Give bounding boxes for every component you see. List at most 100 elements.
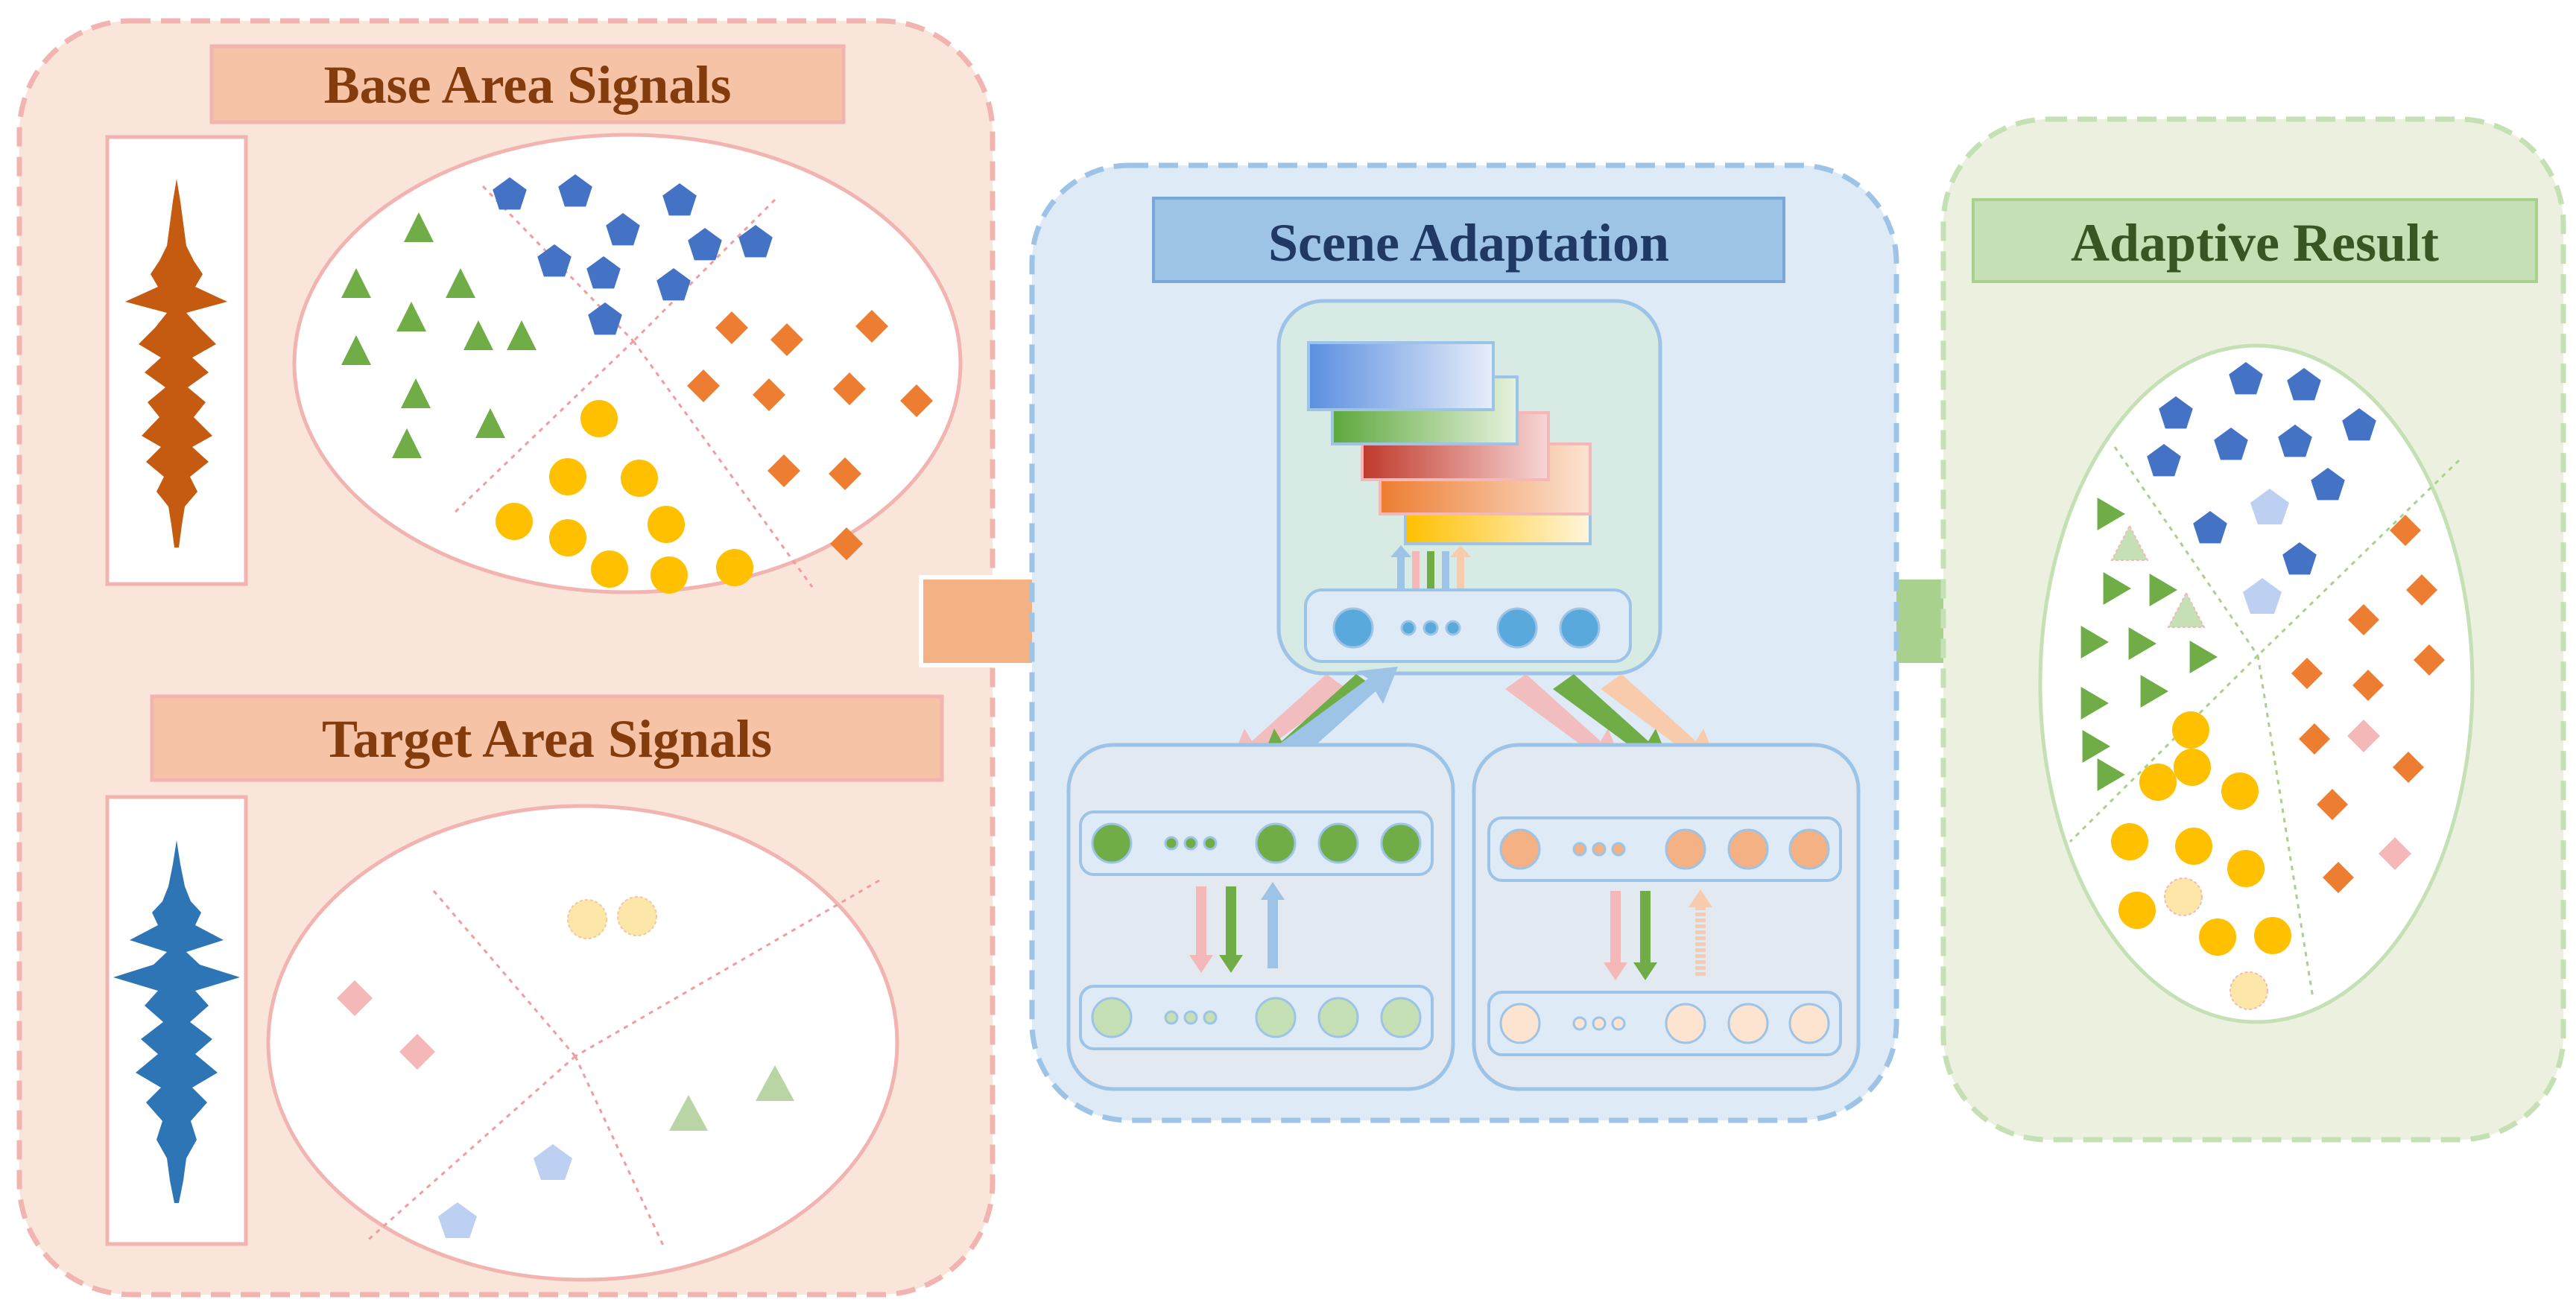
pentagon-icon: [656, 268, 691, 301]
circle-icon: [2174, 749, 2211, 786]
diagonal-arrows: [1230, 667, 1718, 766]
branch-right-bottom-nodes: [1499, 1003, 1830, 1044]
circle-icon: [2164, 877, 2203, 916]
triangle-icon: [463, 320, 493, 350]
diamond-icon: [2414, 644, 2445, 676]
base-cluster-ellipse: [292, 133, 963, 594]
triangle-icon: [2149, 574, 2177, 606]
triangle-icon: [2097, 758, 2125, 791]
pentagon-icon: [537, 244, 572, 277]
triangle-icon: [669, 1095, 708, 1131]
pentagon-icon: [438, 1202, 477, 1238]
circle-icon: [621, 460, 658, 497]
pentagon-icon: [2147, 444, 2181, 477]
diamond-icon: [2291, 658, 2323, 689]
triangle-icon: [2080, 687, 2109, 720]
base-title: Base Area Signals: [324, 55, 732, 115]
target-cluster-ellipse: [266, 804, 899, 1282]
circle-icon: [2230, 971, 2268, 1010]
triangle-icon: [404, 212, 434, 242]
pentagon-icon: [2229, 362, 2263, 395]
triangle-icon: [2080, 626, 2109, 658]
scene-title: Scene Adaptation: [1268, 213, 1669, 273]
circle-icon: [617, 896, 657, 936]
triangle-icon: [392, 428, 422, 458]
triangle-icon: [341, 335, 371, 365]
shared-layer-bar: [1304, 588, 1632, 663]
circle-icon: [648, 506, 685, 543]
result-triangles: [2080, 498, 2218, 791]
pentagon-icon: [2342, 408, 2376, 441]
circle-icon: [2118, 892, 2156, 929]
triangle-icon: [2097, 498, 2125, 530]
base-diamonds: [687, 310, 933, 560]
circle-icon: [2111, 823, 2148, 860]
result-title: Adaptive Result: [2071, 213, 2439, 273]
branch-left-top-nodes: [1091, 822, 1422, 864]
base-title-box: Base Area Signals: [209, 44, 846, 124]
pentagon-icon: [493, 177, 527, 210]
target-waveform-icon: [113, 840, 240, 1203]
diamond-icon: [2317, 789, 2348, 820]
branch-left-arrows: [1189, 882, 1285, 973]
circle-icon: [549, 519, 586, 556]
diamond-icon: [2352, 670, 2384, 701]
result-circles: [2111, 711, 2291, 956]
triangle-icon: [396, 302, 426, 331]
circle-icon: [2221, 772, 2259, 810]
circle-icon: [651, 556, 688, 594]
diamond-icon: [2299, 723, 2330, 755]
diamond-icon: [855, 310, 888, 343]
pentagon-icon: [588, 302, 622, 335]
pentagon-icon: [2282, 542, 2317, 575]
branch-right-top-nodes: [1499, 828, 1830, 870]
triangle-icon: [2103, 572, 2131, 605]
diamond-icon: [337, 980, 373, 1016]
pentagon-icon: [662, 183, 697, 216]
circle-icon: [580, 400, 618, 437]
triangle-icon: [2110, 524, 2149, 561]
circle-icon: [2172, 711, 2209, 749]
base-triangles: [341, 212, 537, 458]
diamond-icon: [753, 378, 785, 411]
triangle-icon: [2082, 730, 2110, 763]
diamond-icon: [2348, 604, 2379, 635]
diamond-icon: [715, 311, 748, 344]
pentagon-icon: [606, 213, 640, 246]
feature-layers: [1307, 341, 1592, 545]
branch-right-bottom-bar: [1487, 991, 1842, 1056]
target-title-box: Target Area Signals: [150, 694, 944, 782]
diamond-icon: [768, 454, 800, 487]
circle-icon: [496, 503, 533, 540]
diamond-icon: [833, 372, 866, 405]
pentagon-icon: [534, 1144, 572, 1180]
branch-right-arrows: [1604, 889, 1712, 980]
pentagon-icon: [2159, 396, 2193, 429]
result-title-box: Adaptive Result: [1972, 198, 2538, 283]
pentagon-icon: [2250, 489, 2289, 524]
diamond-icon: [2390, 515, 2421, 546]
circle-icon: [567, 899, 607, 939]
circle-icon: [549, 458, 586, 495]
pentagon-icon: [2193, 511, 2227, 544]
circle-icon: [591, 550, 628, 588]
pentagon-icon: [738, 225, 773, 258]
triangle-icon: [475, 408, 505, 438]
triangle-icon: [2140, 675, 2168, 708]
triangle-icon: [2189, 641, 2218, 673]
pentagon-icon: [2278, 425, 2312, 457]
diamond-icon: [830, 527, 863, 560]
pentagon-icon: [2214, 428, 2248, 460]
diamond-icon: [2393, 752, 2424, 783]
triangle-icon: [756, 1065, 794, 1101]
shared-nodes: [1332, 607, 1601, 649]
pentagon-icon: [2243, 578, 2282, 614]
diamond-icon: [829, 457, 861, 490]
circle-icon: [2139, 764, 2177, 801]
base-waveform-icon: [125, 179, 227, 548]
diamond-icon: [2379, 837, 2411, 870]
circle-icon: [716, 549, 753, 586]
circle-icon: [2199, 918, 2236, 956]
diamond-icon: [900, 384, 933, 417]
